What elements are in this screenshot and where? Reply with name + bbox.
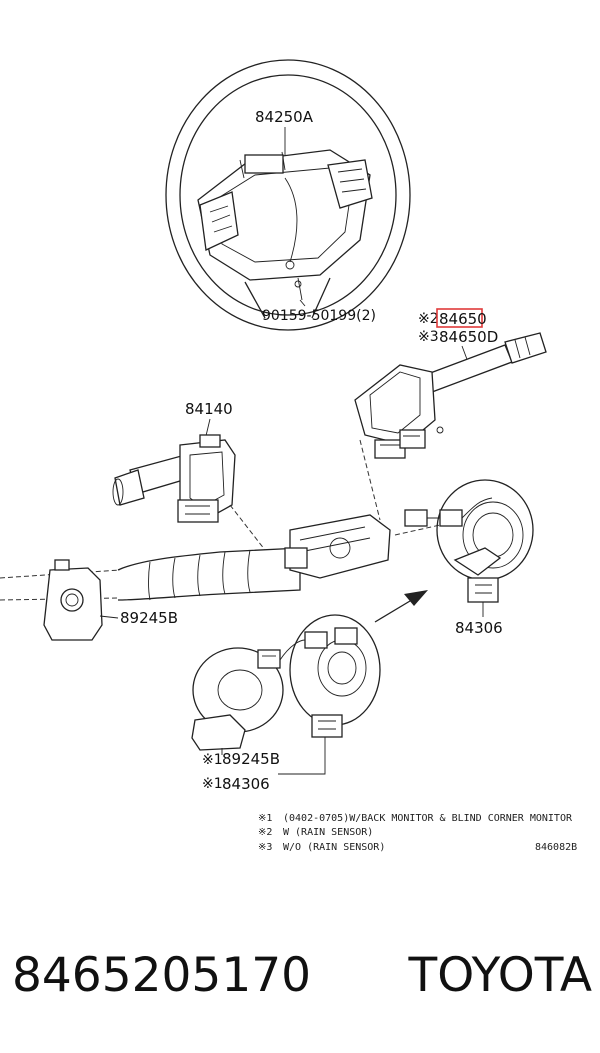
angle-sensor-drawing	[43, 559, 103, 641]
label-alt-angle-sensor: 89245B	[222, 750, 280, 768]
footnotes: ※1 (0402-0705)W/BACK MONITOR & BLIND COR…	[258, 813, 577, 853]
figure-code: 846082B	[535, 842, 577, 853]
note-2-text: W (RAIN SENSOR)	[283, 827, 373, 838]
label-wiper-switch-alt: 84650D	[439, 328, 498, 346]
spiral-cable-drawing	[404, 479, 534, 603]
alt-spiral-cable-drawing	[279, 614, 381, 738]
part-number: 8465205170	[12, 947, 312, 1003]
note-1-text: (0402-0705)W/BACK MONITOR & BLIND CORNER…	[283, 813, 573, 824]
label-wiper-switch[interactable]: 84650	[439, 310, 487, 328]
label-angle-sensor: 89245B	[120, 609, 178, 627]
steering-wheel-drawing	[165, 59, 411, 331]
label-alt-spiral-cable: 84306	[222, 775, 270, 793]
note-3-text: W/O (RAIN SENSOR)	[283, 842, 385, 853]
alt-angle-sensor-drawing	[191, 647, 284, 751]
note-1-mark: ※1	[258, 813, 272, 824]
label-mark-1-sensor: ※1	[202, 752, 223, 768]
label-headlamp-switch: 84140	[185, 400, 233, 418]
label-mark-2: ※2	[418, 311, 439, 327]
note-2-mark: ※2	[258, 827, 272, 838]
brand-name: TOYOTA	[408, 947, 592, 1003]
label-mark-3: ※3	[418, 329, 439, 345]
highlight-box	[436, 308, 483, 328]
note-3-mark: ※3	[258, 842, 272, 853]
label-mark-1-spiral: ※1	[202, 776, 223, 792]
wiper-switch-drawing	[354, 332, 547, 459]
headlamp-switch-drawing	[112, 434, 236, 523]
label-spiral-cable: 84306	[455, 619, 503, 637]
label-screw: 90159-50199(2)	[262, 308, 376, 324]
direction-arrow	[374, 590, 428, 623]
label-steering-wheel: 84250A	[255, 108, 314, 126]
caption-bar: 8465205170 TOYOTA	[12, 940, 592, 1010]
